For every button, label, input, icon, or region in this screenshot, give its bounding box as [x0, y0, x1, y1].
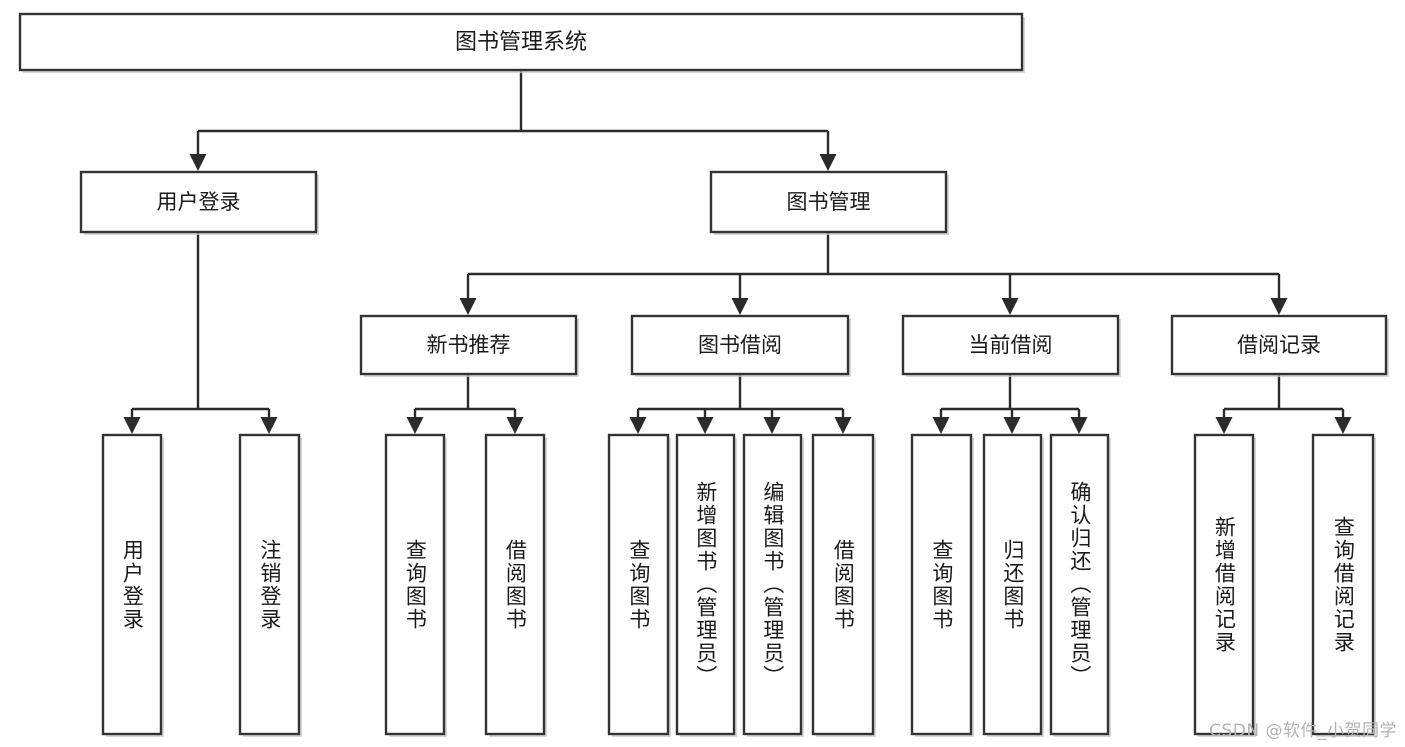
- arrow-head-icon: [834, 417, 852, 434]
- node-label-book-management: 图书管理: [787, 190, 871, 214]
- node-box-borrow-record[interactable]: [1170, 314, 1388, 376]
- node-box-leaf-confirm-return[interactable]: [1049, 433, 1110, 736]
- node-box-current-borrow[interactable]: [901, 314, 1120, 376]
- node-box-leaf-return-book[interactable]: [982, 433, 1043, 736]
- csdn-watermark: CSDN @软件_小贺同学: [1209, 721, 1397, 741]
- arrow-head-icon: [189, 154, 207, 171]
- arrow-head-icon: [1070, 417, 1088, 434]
- arrow-head-icon: [123, 417, 141, 434]
- arrow-head-icon: [629, 417, 647, 434]
- node-box-book-borrow[interactable]: [630, 314, 850, 376]
- node-box-root[interactable]: [18, 12, 1024, 72]
- node-label-user-login: 用户登录: [157, 190, 241, 214]
- node-label-current-borrow: 当前借阅: [969, 333, 1053, 357]
- node-label-book-borrow: 图书借阅: [698, 333, 782, 357]
- arrow-head-icon: [1003, 417, 1021, 434]
- arrow-head-icon: [1001, 298, 1019, 315]
- node-box-book-management[interactable]: [709, 170, 948, 234]
- arrow-head-icon: [1334, 417, 1352, 434]
- arrow-head-icon: [819, 154, 837, 171]
- box-layer: [18, 12, 1389, 737]
- arrow-head-icon: [932, 417, 950, 434]
- connector-layer: [123, 70, 1352, 434]
- arrow-head-icon: [459, 298, 477, 315]
- node-label-root: 图书管理系统: [455, 30, 587, 55]
- node-box-leaf-query-book-borrow[interactable]: [607, 433, 670, 736]
- arrow-head-icon: [731, 298, 749, 315]
- arrow-head-icon: [260, 417, 278, 434]
- node-box-leaf-query-book-current[interactable]: [910, 433, 973, 736]
- node-box-user-login[interactable]: [79, 170, 318, 234]
- node-box-leaf-query-borrow-record[interactable]: [1311, 433, 1375, 736]
- node-label-new-book-recommend: 新书推荐: [427, 333, 511, 357]
- arrow-head-icon: [763, 417, 781, 434]
- arrow-head-icon: [696, 417, 714, 434]
- arrow-head-icon: [506, 417, 524, 434]
- node-box-leaf-add-book[interactable]: [675, 433, 736, 736]
- node-box-leaf-borrow-book[interactable]: [811, 433, 875, 736]
- node-label-borrow-record: 借阅记录: [1237, 333, 1321, 357]
- arrow-head-icon: [1270, 298, 1288, 315]
- node-box-leaf-query-book-recommend[interactable]: [384, 433, 446, 736]
- node-box-leaf-edit-book[interactable]: [742, 433, 803, 736]
- node-box-leaf-borrow-book-recommend[interactable]: [484, 433, 546, 736]
- node-box-new-book-recommend[interactable]: [359, 314, 578, 376]
- arrow-head-icon: [406, 417, 424, 434]
- node-box-leaf-logout-login[interactable]: [238, 433, 301, 736]
- arrow-head-icon: [1215, 417, 1233, 434]
- node-box-leaf-add-borrow-record[interactable]: [1193, 433, 1255, 736]
- node-box-leaf-user-login[interactable]: [101, 433, 163, 736]
